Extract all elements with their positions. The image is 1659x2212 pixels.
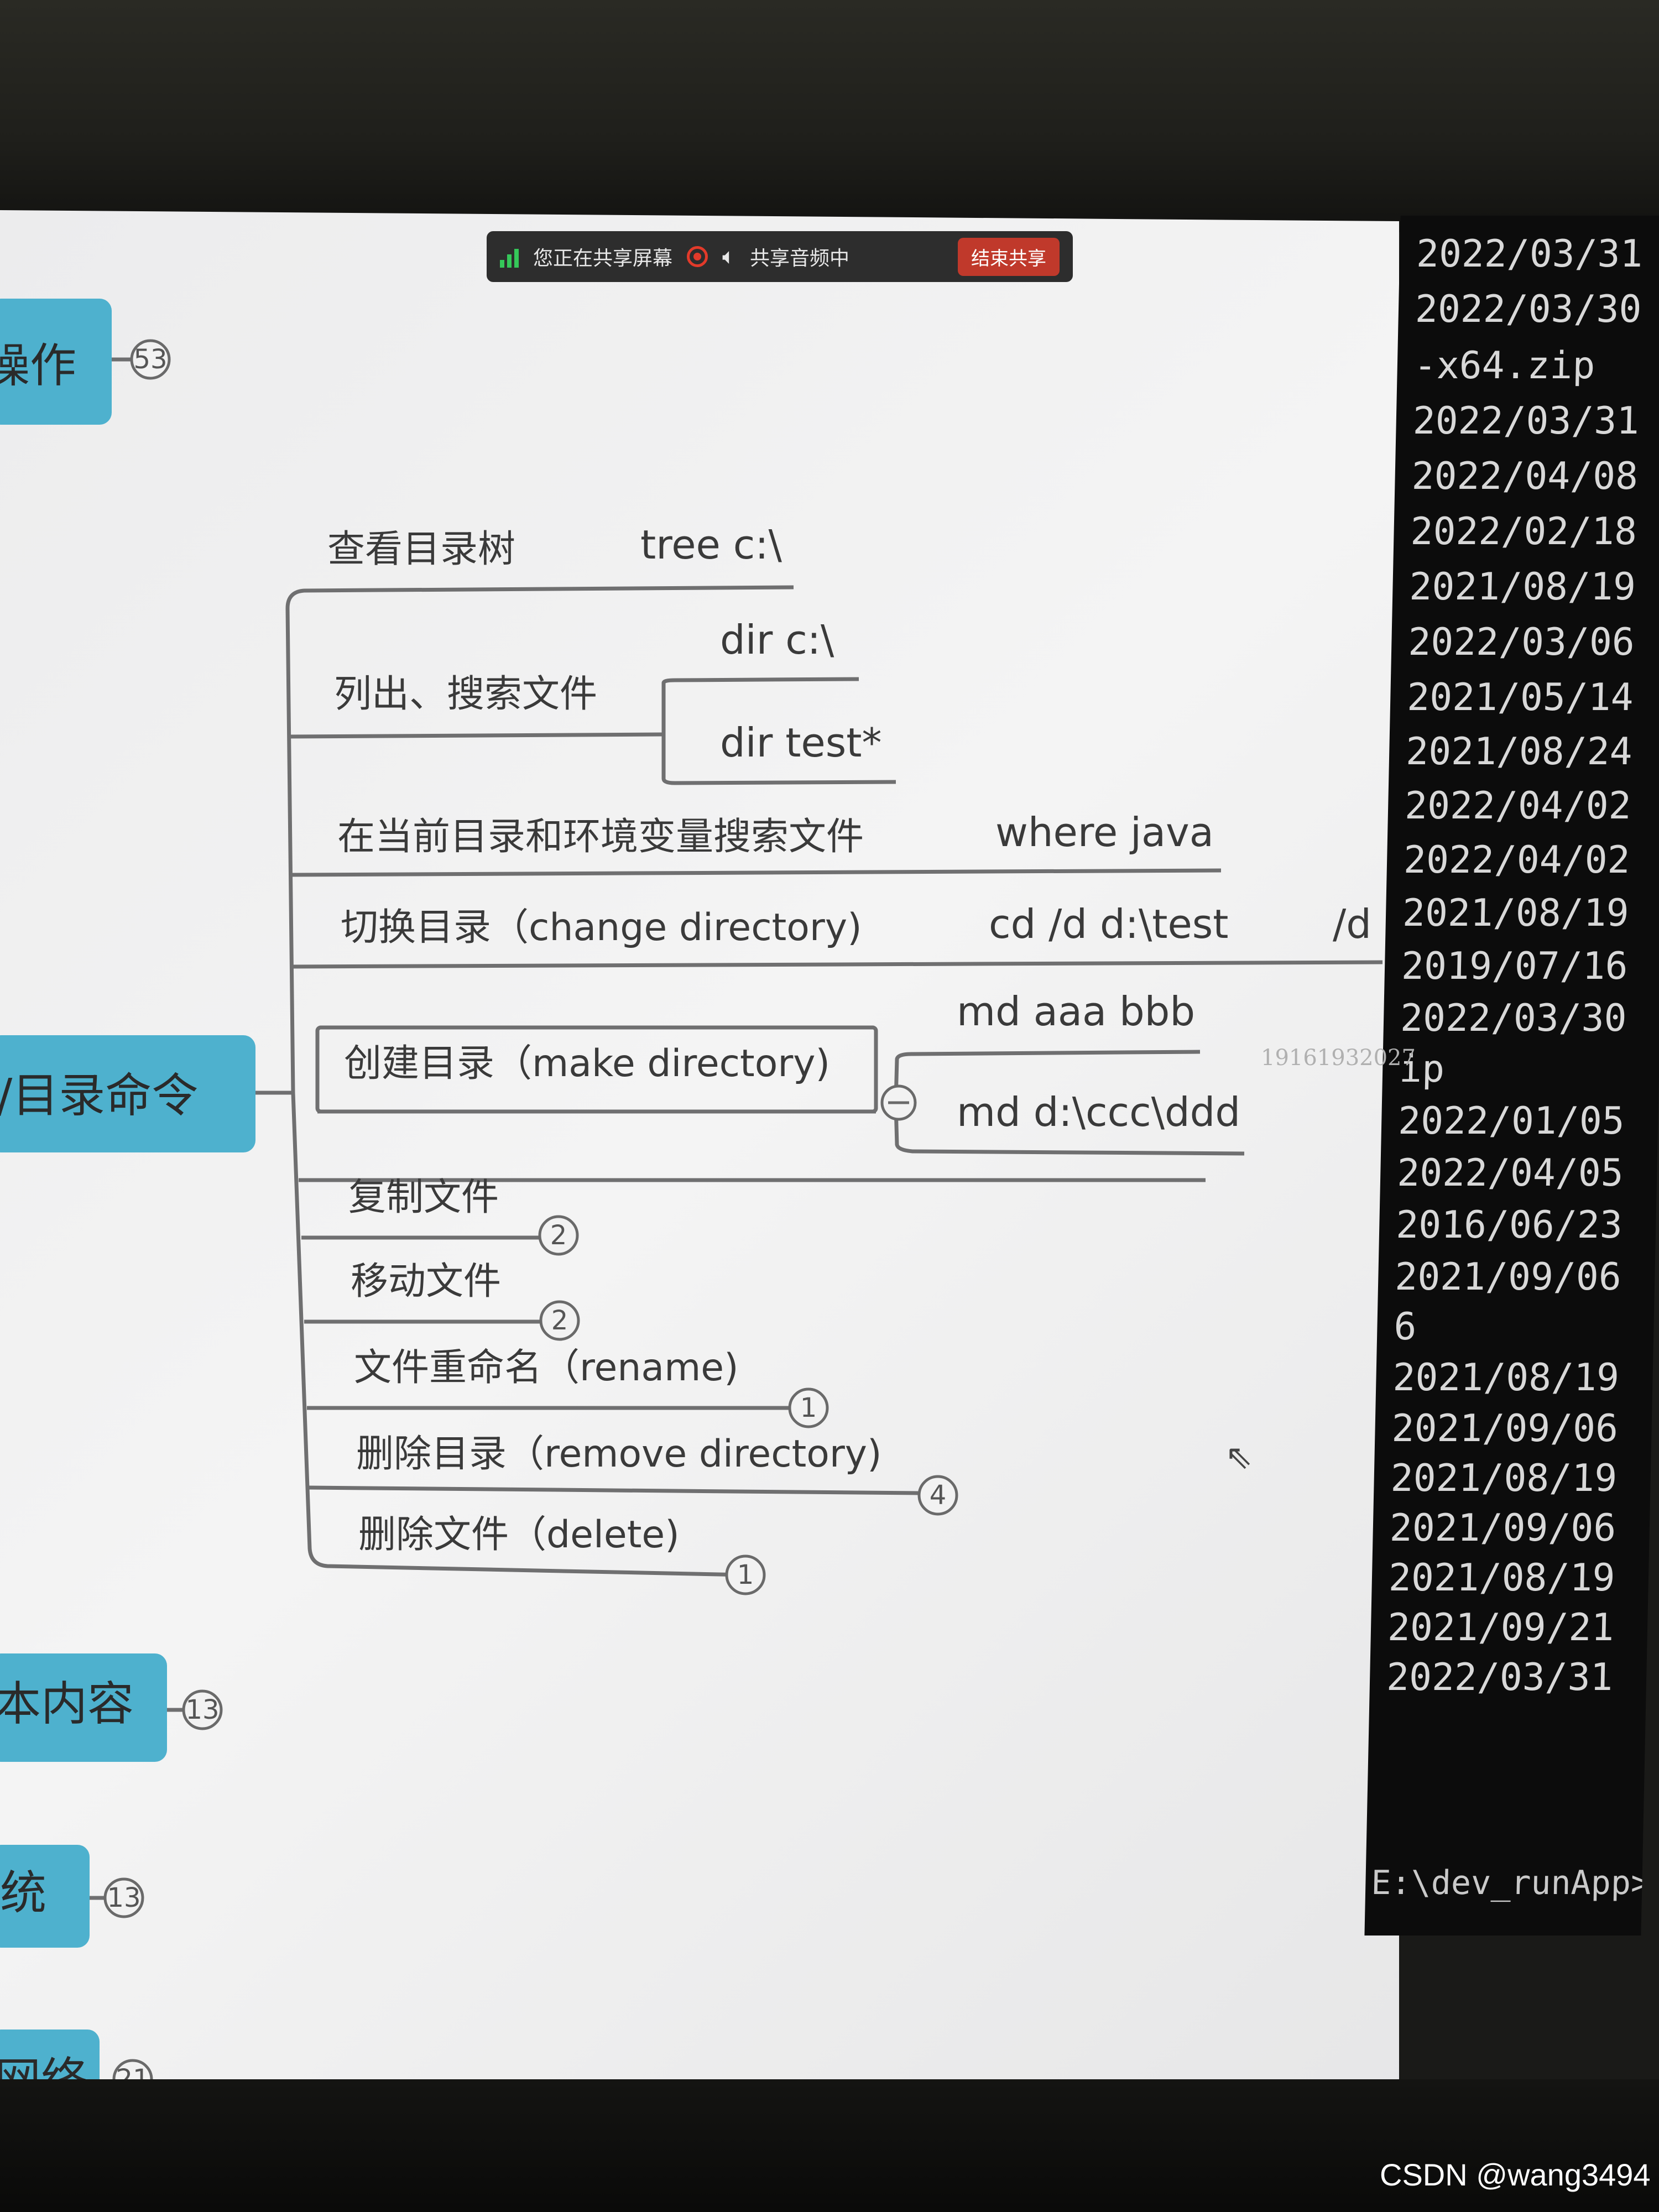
count-badge[interactable]: 2: [538, 1215, 579, 1256]
screen-share-toolbar: 您正在共享屏幕 🔈︎ 共享音频中 结束共享: [487, 231, 1073, 282]
terminal-line: 2021/09/06 1: [1391, 1407, 1659, 1451]
topic-system[interactable]: 统: [0, 1845, 90, 1948]
screen-area: [0, 210, 1399, 2135]
svg-text:2: 2: [550, 1220, 567, 1251]
svg-text:创建目录（make directory): 创建目录（make directory): [344, 1042, 830, 1086]
terminal-line: 2022/01/05 2: [1397, 1099, 1625, 1143]
svg-text:文件重命名（rename): 文件重命名（rename): [354, 1346, 739, 1390]
terminal-line: 2021/08/19 2: [1392, 1356, 1659, 1400]
branch-delete-file[interactable]: 删除文件（delete): [358, 1513, 680, 1557]
command-text: md aaa bbb: [957, 988, 1195, 1035]
svg-text:列出、搜索文件: 列出、搜索文件: [334, 672, 597, 716]
terminal-line: 2022/04/08: [1411, 455, 1639, 498]
svg-text:1: 1: [800, 1392, 817, 1423]
topic-text-content[interactable]: 本内容: [0, 1653, 167, 1762]
svg-text:删除文件（delete): 删除文件（delete): [358, 1513, 680, 1557]
svg-text:复制文件: 复制文件: [348, 1176, 499, 1219]
count-badge[interactable]: 2: [539, 1300, 580, 1341]
svg-text:1: 1: [737, 1559, 754, 1590]
sharing-status: 您正在共享屏幕: [533, 247, 673, 270]
svg-text:切换目录（change directory): 切换目录（change directory): [341, 906, 862, 950]
terminal-line: 2016/06/23 0: [1395, 1203, 1623, 1247]
svg-text:查看目录树: 查看目录树: [327, 528, 515, 571]
terminal-line: 2022/04/02: [1403, 838, 1631, 882]
terminal-line: 2022/03/31: [1412, 399, 1640, 443]
terminal-line: 2021/09/06 1: [1394, 1255, 1622, 1299]
svg-text:13: 13: [107, 1882, 140, 1913]
svg-text:在当前目录和环境变量搜索文件: 在当前目录和环境变量搜索文件: [337, 815, 864, 859]
svg-text:53: 53: [133, 344, 167, 375]
terminal-line: 2022/03/30 1: [1400, 997, 1627, 1040]
count-badge[interactable]: 4: [917, 1475, 958, 1516]
topic-directory-commands[interactable]: /目录命令: [0, 1035, 255, 1152]
count-badge[interactable]: 1: [788, 1387, 829, 1428]
csdn-credit: CSDN @wang3494: [1380, 2157, 1651, 2192]
branch-remove-directory[interactable]: 删除目录（remove directory): [356, 1432, 882, 1476]
terminal-line: 2022/04/02: [1404, 784, 1632, 828]
command-text: where java: [995, 809, 1214, 855]
count-badge[interactable]: 53: [130, 339, 171, 380]
watermark-number: 19161932027: [1261, 1045, 1416, 1071]
svg-text:2: 2: [551, 1305, 568, 1336]
branch-list-files[interactable]: 列出、搜索文件 dir c:\ dir test*: [334, 617, 881, 766]
command-text: dir c:\: [720, 617, 834, 663]
terminal-line: 2021/05/14: [1406, 676, 1634, 719]
terminal-prompt[interactable]: E:\dev_runApp>_: [1370, 1864, 1659, 1902]
terminal-line: 2022/03/31 1: [1386, 1656, 1659, 1699]
count-badge[interactable]: 13: [182, 1689, 223, 1730]
command-text: dir test*: [720, 719, 881, 766]
terminal-line: 2021/08/19 1: [1390, 1457, 1659, 1500]
branch-move-file[interactable]: 移动文件: [351, 1260, 501, 1303]
terminal-line: 2022/03/30: [1415, 288, 1642, 331]
terminal-line: 2021/08/19: [1408, 565, 1636, 609]
speaker-icon[interactable]: 🔈︎: [722, 244, 736, 269]
terminal-line: 2021/09/21 1: [1387, 1606, 1659, 1650]
topic-label: 本内容: [0, 1677, 134, 1731]
signal-strength-icon: [500, 246, 519, 268]
branch-copy-file[interactable]: 复制文件: [348, 1176, 499, 1219]
record-icon[interactable]: [687, 246, 708, 267]
terminal-line: -x64.zip: [1413, 344, 1596, 388]
branch-where-search[interactable]: 在当前目录和环境变量搜索文件 where java: [337, 809, 1214, 859]
branch-make-directory[interactable]: 创建目录（make directory) md aaa bbb md d:\cc…: [344, 988, 1240, 1135]
branch-change-directory[interactable]: 切换目录（change directory) cd /d d:\test /d: [341, 901, 1371, 950]
svg-text:4: 4: [930, 1480, 947, 1511]
terminal-line: 2022/03/06: [1407, 620, 1635, 664]
terminal-line: 2021/08/19 1: [1388, 1556, 1659, 1600]
branch-view-tree[interactable]: 查看目录树 tree c:\: [327, 521, 782, 571]
topic-label: 统: [0, 1866, 46, 1920]
command-text: tree c:\: [640, 521, 782, 568]
command-text: cd /d d:\test: [989, 901, 1229, 947]
audio-status: 共享音频中: [750, 247, 850, 270]
terminal-line: 2021/08/24: [1405, 730, 1633, 774]
branch-rename[interactable]: 文件重命名（rename): [354, 1346, 739, 1390]
svg-text:删除目录（remove directory): 删除目录（remove directory): [356, 1432, 882, 1476]
count-badge[interactable]: 13: [103, 1877, 144, 1918]
end-sharing-button[interactable]: 结束共享: [958, 237, 1060, 276]
terminal-line: 2019/07/16 0: [1401, 945, 1629, 988]
topic-label: /目录命令: [0, 1068, 198, 1123]
monitor-bezel-top: [0, 0, 1659, 232]
svg-text:移动文件: 移动文件: [351, 1260, 501, 1303]
terminal-line: 2022/03/31: [1416, 232, 1644, 276]
terminal-window[interactable]: 2022/03/31 2022/03/30 -x64.zip 2022/03/3…: [1364, 216, 1659, 1936]
mouse-cursor-icon: ⇖: [1225, 1438, 1253, 1477]
terminal-line: 2021/08/19 1: [1402, 891, 1630, 935]
terminal-line: 6: [1393, 1305, 1417, 1349]
svg-text:13: 13: [185, 1694, 219, 1725]
collapse-toggle[interactable]: [880, 1084, 917, 1121]
count-badge[interactable]: 1: [725, 1554, 766, 1595]
terminal-line: 2021/09/06 1: [1389, 1506, 1659, 1550]
command-text: /d: [1333, 901, 1371, 947]
command-text: md d:\ccc\ddd: [957, 1089, 1240, 1135]
terminal-line: 2022/02/18: [1410, 510, 1637, 554]
topic-operations[interactable]: 操作: [0, 299, 112, 425]
topic-label: 操作: [0, 338, 76, 393]
terminal-line: 2022/04/05 0: [1396, 1151, 1624, 1195]
monitor-bezel-bottom: [0, 2079, 1659, 2212]
